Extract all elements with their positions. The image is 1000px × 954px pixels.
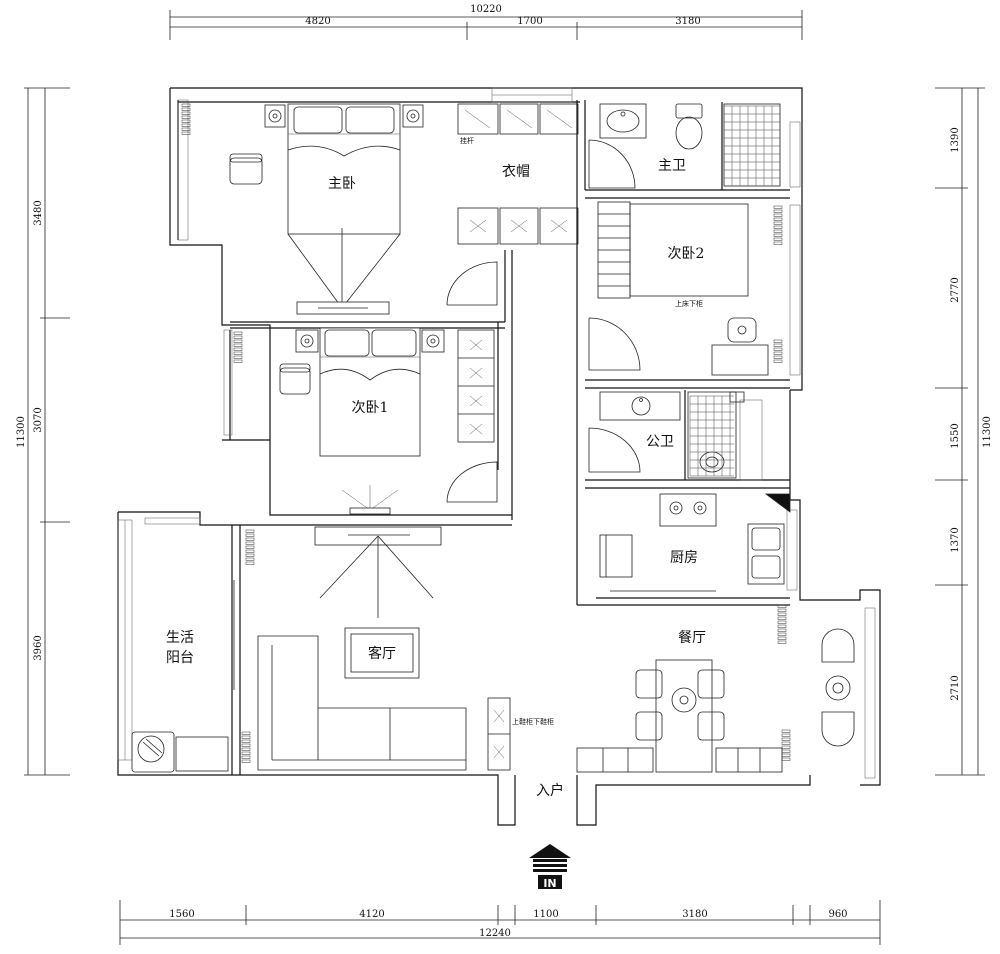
dim-bottom-1: 1560	[169, 909, 194, 920]
shoe-cabinet-note: 上鞋柜下鞋柜	[512, 717, 554, 726]
dim-left-3: 3960	[33, 635, 44, 660]
dim-right-4: 1370	[950, 527, 961, 552]
dim-bottom-total: 12240	[479, 928, 511, 939]
dim-bottom-4: 3180	[682, 909, 707, 920]
windows	[117, 87, 876, 779]
room-dining-room: 餐厅	[678, 630, 706, 646]
dim-right-3: 1550	[950, 423, 961, 448]
master-nightstand-lamps	[264, 104, 424, 128]
public-bath-tiles	[689, 395, 734, 477]
wardrobe-note: 挂杆	[460, 136, 474, 145]
doors	[446, 139, 641, 503]
dim-right-5: 2710	[950, 675, 961, 700]
master-chair	[229, 153, 263, 185]
living-sofa	[257, 635, 467, 771]
dim-right-2: 2770	[950, 277, 961, 302]
dim-bottom-5: 960	[828, 909, 847, 920]
wardrobe-cabinets-top	[457, 103, 579, 135]
entry-in-label: IN	[543, 877, 556, 890]
bedroom2-stairs	[597, 201, 631, 299]
dimension-lines-right	[935, 87, 985, 776]
bedroom1-chair	[279, 363, 311, 395]
kitchen-counters	[599, 493, 791, 592]
living-tv-projection	[314, 526, 442, 618]
bedroom1-wardrobe	[457, 329, 495, 443]
room-living-balcony-line1: 生活	[166, 630, 194, 646]
dim-top-total: 10220	[470, 4, 502, 15]
room-entrance: 入户	[536, 782, 564, 799]
master-bath-fixtures	[599, 103, 781, 187]
room-kitchen: 厨房	[670, 550, 698, 566]
master-bed	[287, 103, 401, 235]
room-master-bedroom: 主卧	[328, 176, 356, 192]
entry-arrow-icon	[529, 844, 571, 889]
dim-top-3: 3180	[675, 16, 700, 27]
dim-left-1: 3480	[33, 200, 44, 225]
dim-bottom-2: 4120	[359, 909, 384, 920]
radiators	[181, 103, 791, 763]
room-public-bath: 公卫	[646, 434, 674, 450]
bedroom2-bed-note: 上床下柜	[675, 299, 703, 308]
bedroom1-bed	[319, 327, 421, 457]
dimension-lines-bottom	[119, 900, 881, 945]
dining-table-chairs	[635, 659, 725, 773]
bedroom2-desk-chair	[711, 317, 769, 376]
dimension-lines-top	[169, 10, 803, 40]
bedroom2-loft-bed	[629, 203, 749, 297]
master-bath-shower-tiles	[723, 105, 781, 187]
dim-top-1: 4820	[305, 16, 330, 27]
bedroom1-nightstand-lamps	[295, 329, 445, 353]
bedroom1-tv-projection	[341, 485, 399, 515]
dim-right-total: 11300	[982, 416, 993, 448]
room-living-balcony-line2: 阳台	[166, 650, 194, 666]
dim-top-2: 1700	[517, 16, 542, 27]
dim-left-2: 3070	[33, 407, 44, 432]
wardrobe-cabinets-bottom	[457, 207, 579, 245]
dining-sideboards	[576, 747, 783, 773]
shoe-cabinet	[487, 697, 511, 771]
master-tv-projection	[287, 228, 401, 315]
dim-left-total: 11300	[16, 416, 27, 448]
dim-bottom-3: 1100	[533, 909, 558, 920]
room-living-room: 客厅	[368, 645, 396, 662]
room-wardrobe: 衣帽	[502, 164, 530, 180]
balcony-fixtures	[131, 580, 235, 773]
living-coffee-table	[344, 627, 420, 679]
dining-lounge-set	[821, 628, 855, 747]
exterior-walls	[117, 87, 881, 826]
dimension-lines-left	[24, 87, 70, 776]
room-bedroom1: 次卧1	[352, 400, 389, 416]
dim-right-1: 1390	[950, 127, 961, 152]
room-master-bath: 主卫	[658, 158, 686, 174]
room-bedroom2: 次卧2	[668, 246, 705, 262]
